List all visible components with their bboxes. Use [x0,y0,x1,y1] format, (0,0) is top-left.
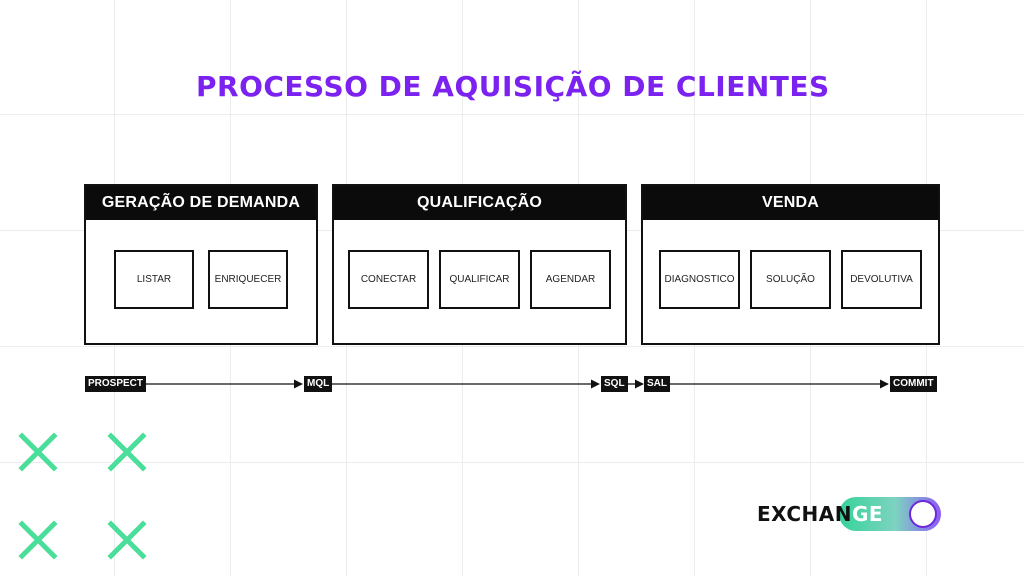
stage-header: QUALIFICAÇÃO [334,186,625,220]
step-diagnostico: DIAGNOSTICO [659,250,740,309]
stage-header: VENDA [643,186,938,220]
cross-icon [107,432,147,472]
stage-geracao-de-demanda: GERAÇÃO DE DEMANDA LISTAR ENRIQUECER [84,184,318,345]
toggle-icon [839,497,941,531]
stage-header: GERAÇÃO DE DEMANDA [86,186,316,220]
milestone-prospect: PROSPECT [85,376,147,392]
step-devolutiva: DEVOLUTIVA [841,250,922,309]
page-title: PROCESSO DE AQUISIÇÃO DE CLIENTES [196,70,830,103]
step-enriquecer: ENRIQUECER [208,250,288,309]
milestone-mql: MQL [304,376,333,392]
brand-logo: EXCHANGE [757,502,883,526]
step-listar: LISTAR [114,250,194,309]
logo-text-light: GE [852,502,884,526]
logo-text-dark: EXCHAN [757,502,853,526]
step-qualificar: QUALIFICAR [439,250,520,309]
stage-steps: LISTAR ENRIQUECER [86,250,316,309]
step-solucao: SOLUÇÃO [750,250,831,309]
step-conectar: CONECTAR [348,250,429,309]
stage-qualificacao: QUALIFICAÇÃO CONECTAR QUALIFICAR AGENDAR [332,184,627,345]
milestone-commit: COMMIT [890,376,937,392]
milestone-sql: SQL [601,376,628,392]
cross-icon [18,520,58,560]
step-agendar: AGENDAR [530,250,611,309]
stage-steps: DIAGNOSTICO SOLUÇÃO DEVOLUTIVA [643,250,938,309]
cross-icon [18,432,58,472]
cross-icon [107,520,147,560]
stage-steps: CONECTAR QUALIFICAR AGENDAR [334,250,625,309]
decorative-crosses [18,432,147,560]
milestone-sal: SAL [644,376,670,392]
stage-venda: VENDA DIAGNOSTICO SOLUÇÃO DEVOLUTIVA [641,184,940,345]
